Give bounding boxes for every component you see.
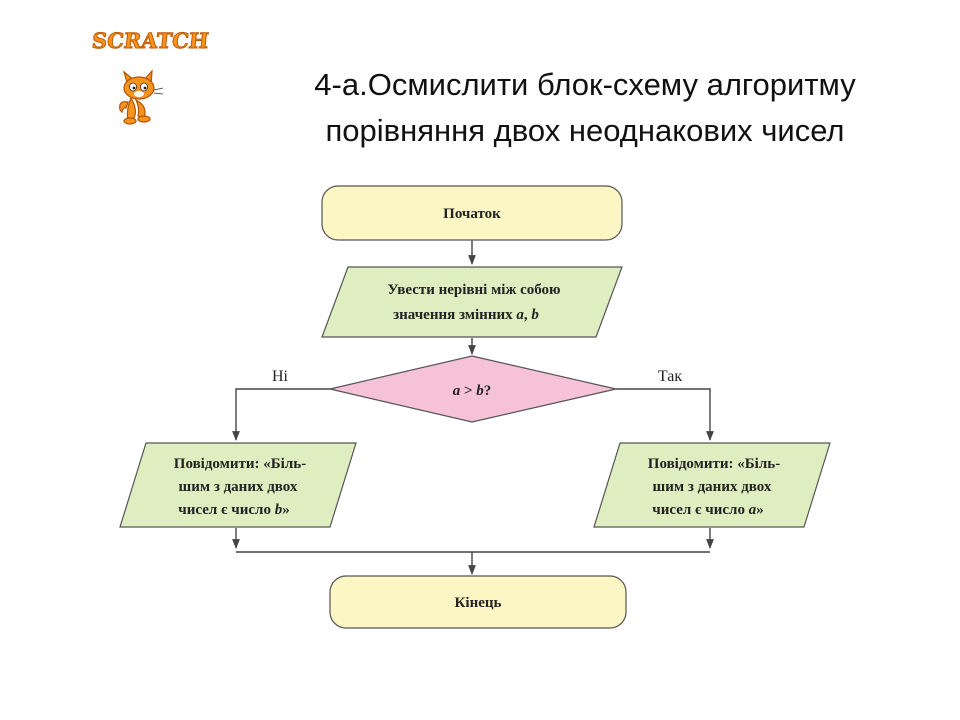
end-label: Кінець	[455, 595, 502, 611]
arrow-decision-no-branch	[232, 388, 330, 441]
output-block-yes: Повідомити: «Біль- шим з даних двох чисе…	[593, 442, 831, 528]
end-shape	[329, 575, 627, 629]
output-yes-line-2: шим з даних двох	[653, 479, 772, 495]
decision-label: a > b?	[453, 383, 492, 399]
input-shape	[321, 266, 623, 338]
end-block: Кінець	[329, 575, 627, 629]
output-block-no: Повідомити: «Біль- шим з даних двох чисе…	[119, 442, 357, 528]
output-yes-line-1: Повідомити: «Біль-	[648, 456, 780, 472]
slide-title: 4-а.Осмислити блок-схему алгоритму порів…	[220, 62, 950, 154]
decision-block: a > b?	[329, 355, 617, 423]
arrow-decision-yes-branch	[616, 388, 714, 441]
input-label-line-2: значення змінних a, b	[393, 307, 539, 323]
input-label-line-1: Увести нерівні між собою	[387, 282, 560, 298]
slide-title-line-1: 4-а.Осмислити блок-схему алгоритму	[314, 67, 856, 102]
output-yes-line-3: чисел є число a»	[652, 502, 763, 518]
scratch-cat-icon	[119, 69, 164, 125]
flowchart-connectors	[232, 240, 714, 575]
output-shape-yes	[593, 442, 831, 528]
start-shape	[321, 185, 623, 241]
input-block: Увести нерівні між собою значення змінни…	[321, 266, 623, 338]
start-block: Початок	[321, 185, 623, 241]
output-no-line-1: Повідомити: «Біль-	[174, 456, 306, 472]
slide-title-line-2: порівняння двох неоднакових чисел	[325, 113, 845, 148]
branch-label-no: Ні	[272, 368, 289, 385]
decision-shape	[329, 355, 617, 423]
branch-label-yes: Так	[658, 368, 682, 385]
start-label: Початок	[443, 206, 501, 222]
output-no-line-3: чисел є число b»	[178, 502, 289, 518]
output-no-line-2: шим з даних двох	[179, 479, 298, 495]
output-shape-no	[119, 442, 357, 528]
